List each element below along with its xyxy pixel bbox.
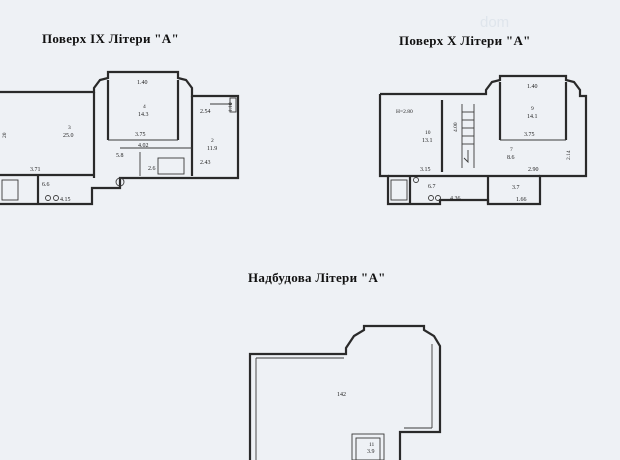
floor-10-room-area: 3.7 <box>512 185 520 191</box>
floor-10-dim-label: 2.14 <box>566 150 572 160</box>
floor-10-fixture <box>435 195 441 201</box>
attic-small-room-inner <box>355 437 381 460</box>
floor-9-dim-label: 4.02 <box>138 143 149 149</box>
floor-9-room-number: 3 <box>68 125 71 131</box>
floor-9-dim-label: 3.75 <box>135 132 146 138</box>
attic-small-room <box>351 433 385 460</box>
floor-10-room-number: 7 <box>510 147 513 153</box>
attic-plan: 142 11 3.9 <box>248 324 442 460</box>
floor-9-room-area: 11.9 <box>207 146 217 152</box>
floor-10-room-area: 8.6 <box>507 155 515 161</box>
floor-10-title: Поверх X Літери "А" <box>399 33 531 48</box>
attic-walls <box>248 324 442 460</box>
floor-10-room-area: 13.1 <box>422 138 433 144</box>
floor-10-room-area: 6.7 <box>428 184 436 190</box>
floor-9-room-number: 4 <box>143 104 146 110</box>
floor-10-tub <box>390 179 408 201</box>
floor-9-dim-label: 2.54 <box>200 109 211 115</box>
floor-10-dim-label: 3.75 <box>524 132 535 138</box>
floor-9-room-area: 25.0 <box>63 133 74 139</box>
floor-9-room-area: 5.8 <box>116 153 124 159</box>
floor-10-room-area: 14.1 <box>527 114 538 120</box>
floor-9-bath <box>157 157 185 175</box>
floor-10-dim-label: 1.66 <box>516 197 527 203</box>
floor-9-column <box>229 97 237 113</box>
floor-9-dim-label: 1.10 <box>228 102 234 112</box>
attic-room-area: 142 <box>337 392 346 398</box>
floor-10-room-number: 10 <box>425 130 431 136</box>
attic-title: Надбудова Літери "А" <box>248 270 386 285</box>
floor-10-walls <box>378 74 588 206</box>
floor-10-dim-label: 2.90 <box>528 167 539 173</box>
floor-9-dim-label: 20 <box>2 132 8 138</box>
floor-9-dim-label: 3.71 <box>30 167 41 173</box>
floor-9-dim-label: 2.43 <box>200 160 211 166</box>
floor-9-fixture <box>115 177 125 187</box>
attic-room-number: 11 <box>369 442 375 448</box>
floor-10-dim-label: 1.40 <box>527 84 538 90</box>
floor-10-dim-label: 4.00 <box>453 122 459 132</box>
floor-9-room-number: 2 <box>211 138 214 144</box>
floor-10-room-number: 9 <box>531 106 534 112</box>
floor-9-dim-label: 4.15 <box>60 197 71 203</box>
floor-10-stair-arrow <box>463 150 469 164</box>
floor-9-tub <box>1 179 19 201</box>
floor-9-fixture <box>53 195 59 201</box>
floor-10-dim-label: 4.36 <box>450 196 461 202</box>
floor-9-title: Поверх IX Літери "А" <box>42 31 180 46</box>
floor-9-fixture <box>45 195 51 201</box>
floor-10-height-label: H=2.80 <box>396 109 413 115</box>
floor-10-fixture <box>428 195 434 201</box>
watermark: dom <box>480 14 510 31</box>
floor-9-room-area: 2.6 <box>148 166 156 172</box>
floor-10-fixture <box>413 177 419 183</box>
floor-9-plan: 1.40 4 14.3 3 25.0 20 3.75 4.02 3.71 4.1… <box>0 70 240 206</box>
floor-10-dim-label: 3.15 <box>420 167 431 173</box>
floor-9-walls <box>0 70 240 206</box>
floor-9-room-area: 14.3 <box>138 112 149 118</box>
attic-room-area: 3.9 <box>367 449 375 455</box>
floor-9-dim-label: 1.40 <box>137 80 148 86</box>
floor-9-room-area: 6.6 <box>42 182 50 188</box>
floor-10-plan: 1.40 H=2.80 10 13.1 9 14.1 7 8.6 6.7 3.7… <box>378 74 588 206</box>
